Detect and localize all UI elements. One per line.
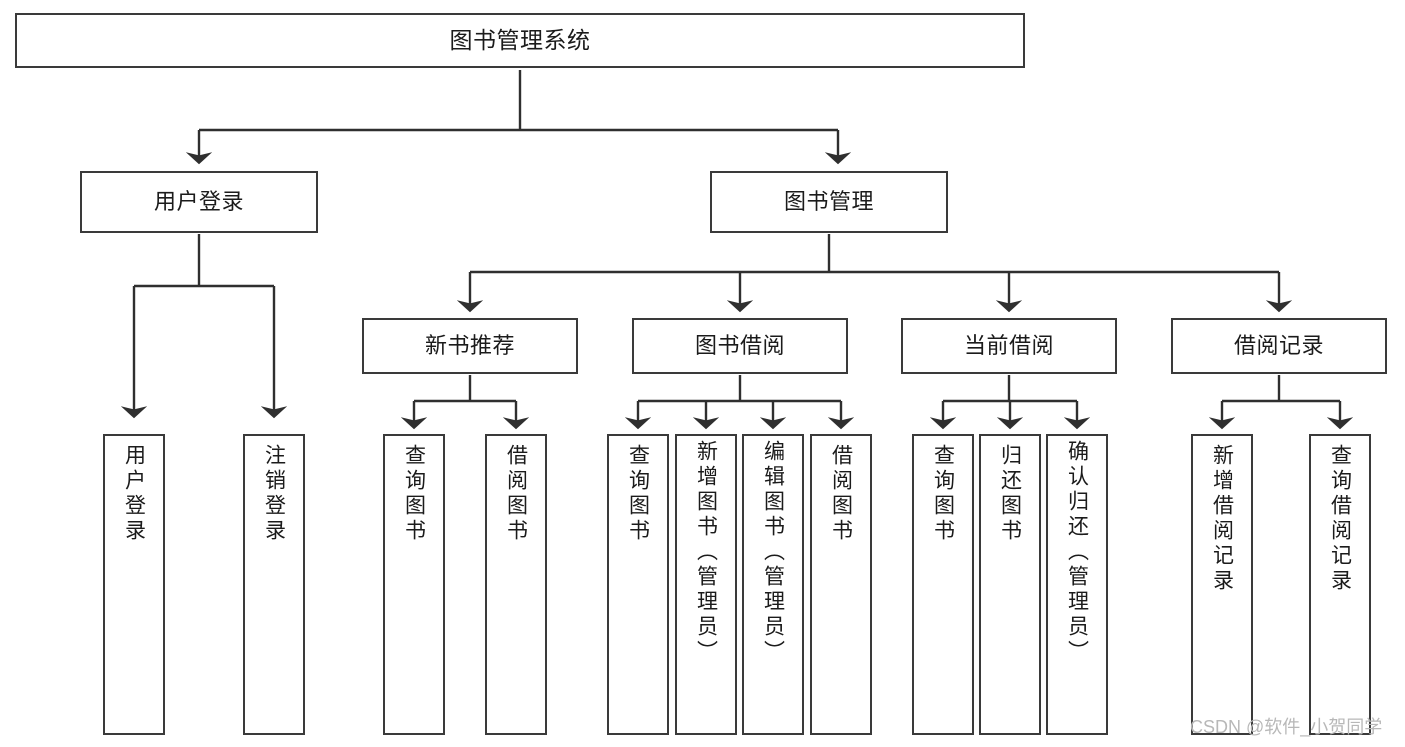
node-label: 查询图书	[402, 444, 426, 544]
node-label: 注销登录	[262, 444, 286, 544]
leaf-borrow-book-recommend[interactable]: 借阅图书	[485, 434, 547, 735]
node-book-management[interactable]: 图书管理	[710, 171, 948, 233]
node-root-system[interactable]: 图书管理系统	[15, 13, 1025, 68]
node-label: 确认归还（管理员）	[1065, 440, 1089, 665]
leaf-add-borrow-record[interactable]: 新增借阅记录	[1191, 434, 1253, 735]
leaf-return-book[interactable]: 归还图书	[979, 434, 1041, 735]
node-borrow-record[interactable]: 借阅记录	[1171, 318, 1387, 374]
node-label: 新书推荐	[424, 332, 515, 358]
node-current-borrow[interactable]: 当前借阅	[901, 318, 1117, 374]
watermark-text: CSDN @软件_小贺同学	[1190, 717, 1383, 737]
leaf-borrow-book-borrow[interactable]: 借阅图书	[810, 434, 872, 735]
node-label: 编辑图书（管理员）	[761, 440, 785, 665]
leaf-query-borrow-record[interactable]: 查询借阅记录	[1309, 434, 1371, 735]
node-label: 图书管理	[783, 188, 874, 214]
node-label: 当前借阅	[963, 332, 1054, 358]
node-label: 用户登录	[153, 188, 244, 214]
leaf-query-book-current[interactable]: 查询图书	[912, 434, 974, 735]
node-label: 图书管理系统	[449, 26, 591, 53]
leaf-user-login[interactable]: 用户登录	[103, 434, 165, 735]
node-new-book-recommend[interactable]: 新书推荐	[362, 318, 578, 374]
leaf-confirm-return-admin[interactable]: 确认归还（管理员）	[1046, 434, 1108, 735]
node-label: 查询借阅记录	[1328, 444, 1352, 594]
leaf-logout[interactable]: 注销登录	[243, 434, 305, 735]
node-book-borrow[interactable]: 图书借阅	[632, 318, 848, 374]
leaf-edit-book-admin[interactable]: 编辑图书（管理员）	[742, 434, 804, 735]
leaf-add-book-admin[interactable]: 新增图书（管理员）	[675, 434, 737, 735]
node-label: 归还图书	[998, 444, 1022, 544]
node-label: 借阅图书	[829, 444, 853, 544]
node-label: 借阅图书	[504, 444, 528, 544]
leaf-query-book-borrow[interactable]: 查询图书	[607, 434, 669, 735]
node-label: 新增借阅记录	[1210, 444, 1234, 594]
node-user-login[interactable]: 用户登录	[80, 171, 318, 233]
leaf-query-book-recommend[interactable]: 查询图书	[383, 434, 445, 735]
node-label: 借阅记录	[1233, 332, 1324, 358]
node-label: 新增图书（管理员）	[694, 440, 718, 665]
node-label: 图书借阅	[694, 332, 785, 358]
node-label: 查询图书	[626, 444, 650, 544]
node-label: 查询图书	[931, 444, 955, 544]
node-label: 用户登录	[122, 444, 146, 544]
